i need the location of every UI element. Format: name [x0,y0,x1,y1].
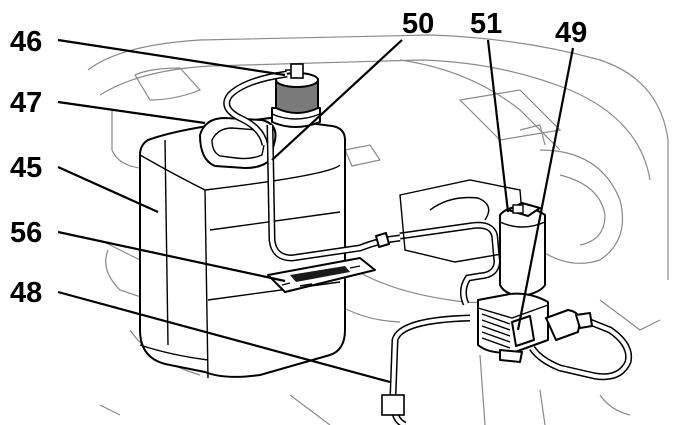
callout-51: 51 [470,8,502,40]
leader-45 [57,165,159,214]
pump-cooling-fins [481,313,511,349]
callout-45: 45 [10,152,42,184]
callout-47: 47 [10,87,42,119]
leader-56 [57,230,286,283]
leader-50 [271,39,403,161]
leader-48 [57,290,391,384]
leader-46 [57,38,286,77]
leader-lines [57,38,575,384]
detergent-pump [477,292,593,363]
detergent-canister [139,107,346,379]
detergent-hoses [223,70,633,425]
callout-49: 49 [555,17,587,49]
callout-50: 50 [402,8,434,40]
leader-47 [57,100,206,125]
callout-56: 56 [10,217,42,249]
leader-49 [516,47,575,331]
instruction-label-plate [267,257,376,293]
callout-labels: 46 47 45 56 48 50 51 49 [10,8,587,309]
leader-51 [486,39,510,213]
callout-46: 46 [10,26,42,58]
callout-48: 48 [10,277,42,309]
reservoir-bottle [499,202,546,297]
